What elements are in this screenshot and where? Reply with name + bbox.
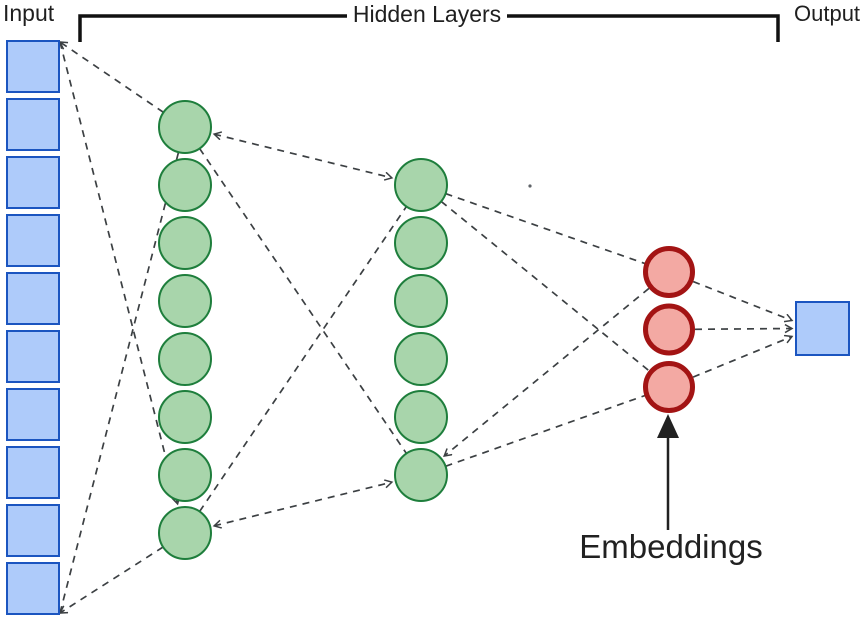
connection-line — [59, 41, 178, 504]
input-node — [6, 272, 60, 325]
connection-line — [59, 126, 186, 614]
hidden-node — [394, 158, 448, 212]
input-node — [6, 98, 60, 151]
embeddings-arrowhead-icon — [657, 414, 679, 438]
input-node — [6, 446, 60, 499]
output-node — [795, 301, 850, 356]
input-node — [6, 562, 60, 615]
stray-mark — [528, 184, 532, 188]
output-label: Output — [794, 1, 861, 26]
input-node — [6, 504, 60, 557]
hidden-node — [158, 216, 212, 270]
hidden-layer-2-group — [394, 158, 448, 502]
hidden-node — [394, 216, 448, 270]
connection-line — [420, 184, 670, 273]
connection-line — [444, 271, 670, 456]
connection-line — [60, 532, 186, 613]
embedding-node — [643, 246, 695, 298]
hidden-node — [158, 448, 212, 502]
input-layer-group — [6, 40, 60, 615]
embeddings-label: Embeddings — [579, 528, 763, 565]
hidden-layers-label: Hidden Layers — [352, 1, 502, 27]
input-node — [6, 214, 60, 267]
input-node — [6, 330, 60, 383]
connection-line — [214, 134, 392, 178]
output-layer-group — [795, 301, 850, 356]
connection-line — [214, 482, 392, 526]
hidden-node — [394, 274, 448, 328]
input-node — [6, 156, 60, 209]
hidden-node — [158, 506, 212, 560]
input-node — [6, 40, 60, 93]
hidden-node — [158, 100, 212, 154]
connection-line — [420, 386, 670, 476]
connection-line — [668, 337, 792, 388]
connection-line — [184, 184, 422, 534]
hidden-layers-bracket — [78, 14, 780, 42]
hidden-node — [158, 274, 212, 328]
hidden-node — [394, 448, 448, 502]
hidden-node — [158, 332, 212, 386]
hidden-node — [158, 390, 212, 444]
connection-line — [184, 126, 422, 476]
hidden-node — [394, 390, 448, 444]
hidden-node — [158, 158, 212, 212]
connection-line — [420, 184, 670, 388]
embedding-node — [643, 361, 695, 413]
connection-line — [668, 271, 792, 321]
hidden-layer-1-group — [158, 100, 212, 560]
input-label: Input — [3, 0, 55, 26]
input-node — [6, 388, 60, 441]
embedding-layer-group — [643, 246, 695, 413]
hidden-node — [394, 332, 448, 386]
embedding-node — [643, 303, 695, 356]
